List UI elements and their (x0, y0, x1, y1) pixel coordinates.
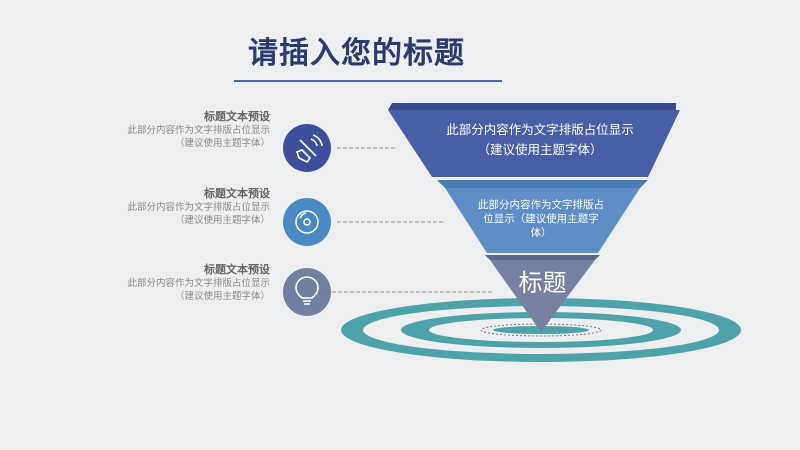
funnel-level-1-text: 此部分内容作为文字排版占位显示 （建议使用主题字体） (420, 120, 660, 160)
funnel-level-1 (388, 103, 680, 177)
item-heading: 标题文本预设 (204, 187, 270, 200)
funnel-level-2-text: 此部分内容作为文字排版占位显示（建议使用主题字体） (478, 199, 604, 239)
item-desc: 此部分内容作为文字排版占位显示 (127, 202, 270, 213)
item-heading: 标题文本预设 (204, 263, 270, 276)
page-title: 请插入您的标题 (248, 36, 465, 71)
ring-dashed (480, 323, 602, 337)
item-desc: （建议使用主题字体） (174, 291, 270, 302)
item-heading: 标题文本预设 (204, 110, 270, 123)
text-block-2: 标题文本预设 此部分内容作为文字排版占位显示 （建议使用主题字体） (70, 187, 270, 227)
funnel-level-3 (485, 255, 600, 332)
item-desc: （建议使用主题字体） (174, 138, 270, 149)
speaker-mute-icon (296, 134, 323, 164)
item-desc: 此部分内容作为文字排版占位显示 (127, 278, 270, 289)
connector-lines (332, 147, 492, 293)
text-block-3: 标题文本预设 此部分内容作为文字排版占位显示 （建议使用主题字体） (70, 263, 270, 303)
funnel-level-2 (437, 180, 648, 253)
level1-line1: 此部分内容作为文字排版占位显示 (446, 122, 634, 137)
title-underline (234, 80, 502, 82)
lightbulb-icon (295, 276, 319, 305)
lightbulb-icon-circle (283, 268, 331, 316)
funnel-level-3-text: 标题 (518, 269, 567, 297)
text-block-1: 标题文本预设 此部分内容作为文字排版占位显示 （建议使用主题字体） (70, 110, 270, 150)
item-desc: 此部分内容作为文字排版占位显示 (127, 125, 270, 136)
disc-icon (295, 210, 319, 234)
level1-line2: （建议使用主题字体） (477, 142, 603, 157)
disc-icon-circle (283, 198, 331, 246)
item-desc: （建议使用主题字体） (174, 215, 270, 226)
